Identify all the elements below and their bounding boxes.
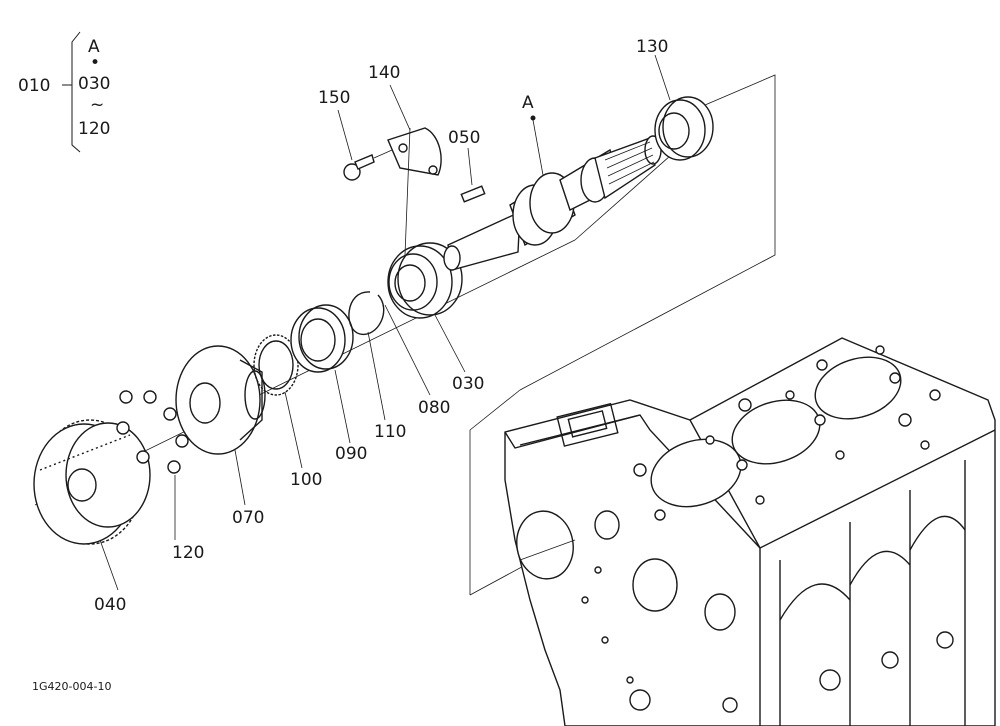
figure-reference: 1G420-004-10 <box>32 680 111 693</box>
label-120: 120 <box>172 543 204 563</box>
label-140: 140 <box>368 63 400 83</box>
label-050: 050 <box>448 128 480 148</box>
assembly-line-a: A <box>88 37 100 57</box>
leader-lines <box>99 54 671 591</box>
label-070: 070 <box>232 508 264 528</box>
label-030: 030 <box>452 374 484 394</box>
label-100: 100 <box>290 470 322 490</box>
key-050 <box>460 185 486 203</box>
bearing-030 <box>387 242 463 319</box>
label-130: 130 <box>636 37 668 57</box>
bearing-130 <box>654 96 714 161</box>
label-040: 040 <box>94 595 126 615</box>
circlip-110 <box>348 291 385 335</box>
assembly-main-label: 010 <box>18 76 50 96</box>
label-110: 110 <box>374 422 406 442</box>
label-150: 150 <box>318 88 350 108</box>
plate-140 <box>387 127 442 176</box>
label-A: A <box>522 93 534 113</box>
flange-070 <box>175 345 266 455</box>
shaft-A <box>443 135 662 271</box>
gear-040 <box>33 419 151 545</box>
ring-100 <box>253 334 299 396</box>
assembly-line-120: 120 <box>78 119 110 139</box>
label-090: 090 <box>335 444 367 464</box>
collar-090 <box>290 304 354 373</box>
assembly-line-tilde: ~ <box>90 95 104 115</box>
balls-120 <box>116 390 189 474</box>
engine-block <box>504 337 996 726</box>
bolt-150 <box>343 149 393 181</box>
assembly-line-dot: • <box>90 53 100 73</box>
assembly-line-030: 030 <box>78 74 110 94</box>
callout-labels: 150 140 050 A 130 030 080 110 090 100 07… <box>94 37 668 615</box>
label-080: 080 <box>418 398 450 418</box>
assembly-bracket: 010 A • 030 ~ 120 <box>18 31 110 153</box>
